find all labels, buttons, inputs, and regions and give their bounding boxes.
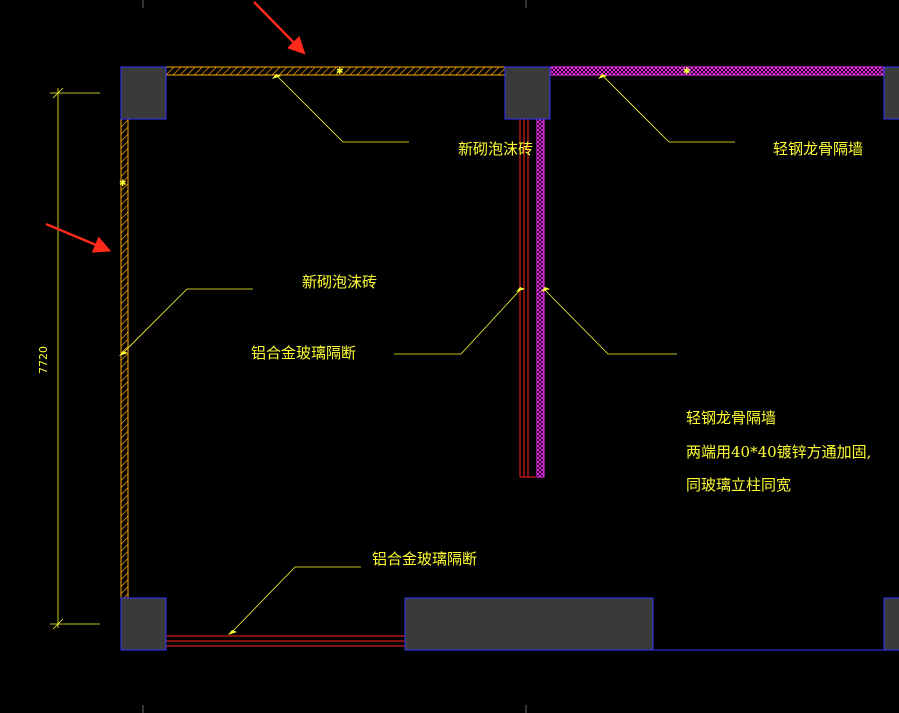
column: [120, 66, 167, 120]
leader-tick: [516, 287, 525, 292]
middle-steel-wall: [536, 118, 545, 478]
leader-tick: [272, 74, 281, 79]
leader-top-brick: [275, 74, 409, 143]
leader-tick: [541, 287, 550, 292]
column: [504, 66, 551, 120]
leader-steel-partition: [544, 289, 677, 355]
top-steel-wall: [549, 66, 885, 76]
leader-bottom-glass: [231, 566, 361, 633]
wall-block: [404, 597, 654, 651]
label-left-brick: 新砌泡沫砖: [302, 273, 377, 291]
leader-left-wall: [122, 288, 253, 354]
note-line-1: 轻钢龙骨隔墙: [686, 409, 776, 427]
wall-mark: ✱: [336, 67, 344, 77]
bottom-glass-partition: [166, 635, 405, 647]
column: [120, 597, 167, 651]
left-brick-wall: [120, 118, 129, 599]
label-top-brick: 新砌泡沫砖: [458, 140, 533, 158]
label-top-steel: 轻钢龙骨隔墙: [773, 140, 863, 158]
column: [883, 66, 899, 120]
column: [883, 597, 899, 651]
red-arrow-icon: [253, 1, 306, 55]
wall-mark: ✱: [683, 67, 691, 77]
label-bottom-glass: 铝合金玻璃隔断: [372, 550, 477, 568]
leader-tick: [228, 630, 237, 635]
dimension-text: 7720: [37, 346, 50, 374]
steel-wall-note: 轻钢龙骨隔墙 两端用40*40镀锌方通加固, 同玻璃立柱同宽: [686, 409, 871, 494]
dimension-line: [50, 87, 100, 630]
note-line-3: 同玻璃立柱同宽: [686, 476, 791, 494]
note-line-2: 两端用40*40镀锌方通加固,: [686, 443, 871, 461]
label-left-glass: 铝合金玻璃隔断: [251, 344, 356, 362]
middle-glass-partition: [519, 119, 536, 478]
leader-tick: [119, 351, 128, 356]
leader-tick: [598, 74, 607, 79]
leader-top-steel: [601, 74, 735, 143]
red-arrow-icon: [45, 222, 112, 253]
leader-glass-partition: [394, 289, 521, 355]
wall-mark: ✱: [119, 179, 127, 189]
